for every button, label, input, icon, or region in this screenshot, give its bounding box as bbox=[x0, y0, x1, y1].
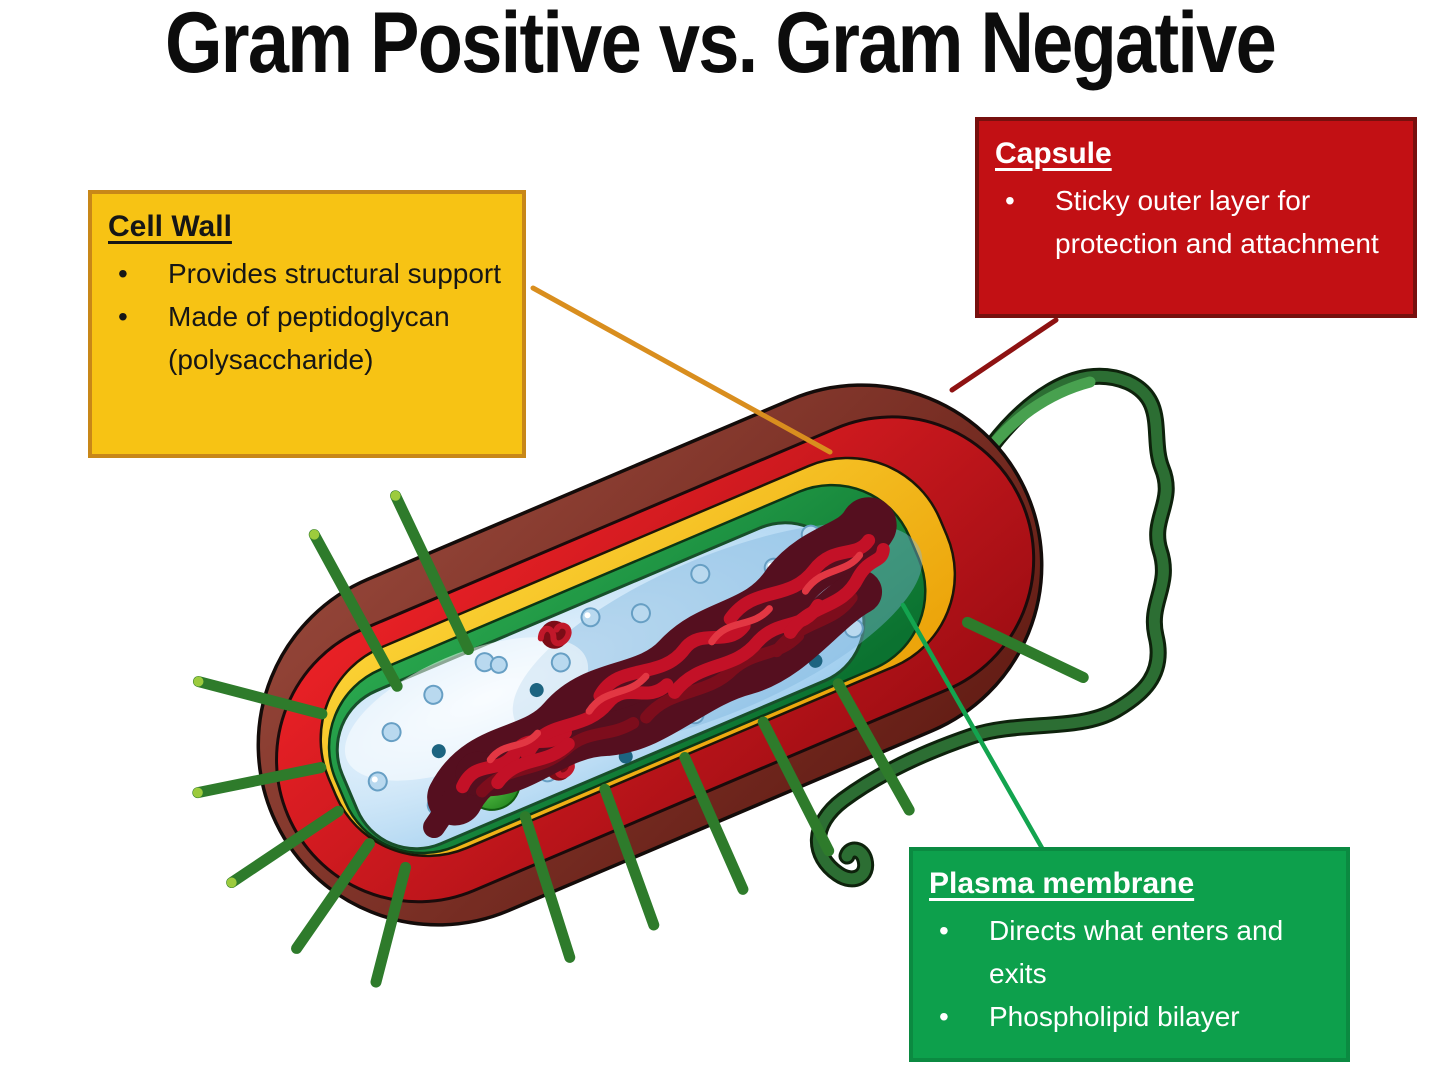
bullet-item: Made of peptidoglycan (polysaccharide) bbox=[108, 295, 504, 381]
callout-plasma-membrane-bullets: Directs what enters and exits Phospholip… bbox=[929, 909, 1328, 1038]
callout-capsule-title: Capsule bbox=[995, 137, 1112, 170]
callout-capsule: Capsule Sticky outer layer for protectio… bbox=[975, 117, 1417, 318]
bullet-item: Sticky outer layer for protection and at… bbox=[995, 179, 1395, 265]
cytoplasm-highlight bbox=[344, 637, 589, 781]
bullet-item: Directs what enters and exits bbox=[929, 909, 1328, 995]
pili-group bbox=[192, 490, 1089, 988]
plasma-membrane-pointer-line bbox=[900, 602, 1045, 851]
nucleoid-dna bbox=[423, 497, 897, 839]
bacterium-cell bbox=[192, 383, 1089, 988]
capsule-pointer-line bbox=[949, 317, 1059, 393]
callout-cell-wall-title: Cell Wall bbox=[108, 210, 232, 243]
callout-cell-wall-bullets: Provides structural support Made of pept… bbox=[108, 252, 504, 381]
callout-capsule-bullets: Sticky outer layer for protection and at… bbox=[995, 179, 1395, 265]
flagellum-body bbox=[812, 370, 1172, 885]
bullet-item: Provides structural support bbox=[108, 252, 504, 295]
cell-wall-pointer-line bbox=[530, 285, 833, 455]
pili-tips bbox=[192, 490, 401, 888]
page-title: Gram Positive vs. Gram Negative bbox=[164, 0, 1277, 91]
callout-plasma-membrane: Plasma membrane Directs what enters and … bbox=[909, 847, 1350, 1062]
callout-plasma-membrane-title: Plasma membrane bbox=[929, 867, 1195, 900]
bullet-item: Phospholipid bilayer bbox=[929, 995, 1328, 1038]
callout-cell-wall: Cell Wall Provides structural support Ma… bbox=[88, 190, 526, 458]
